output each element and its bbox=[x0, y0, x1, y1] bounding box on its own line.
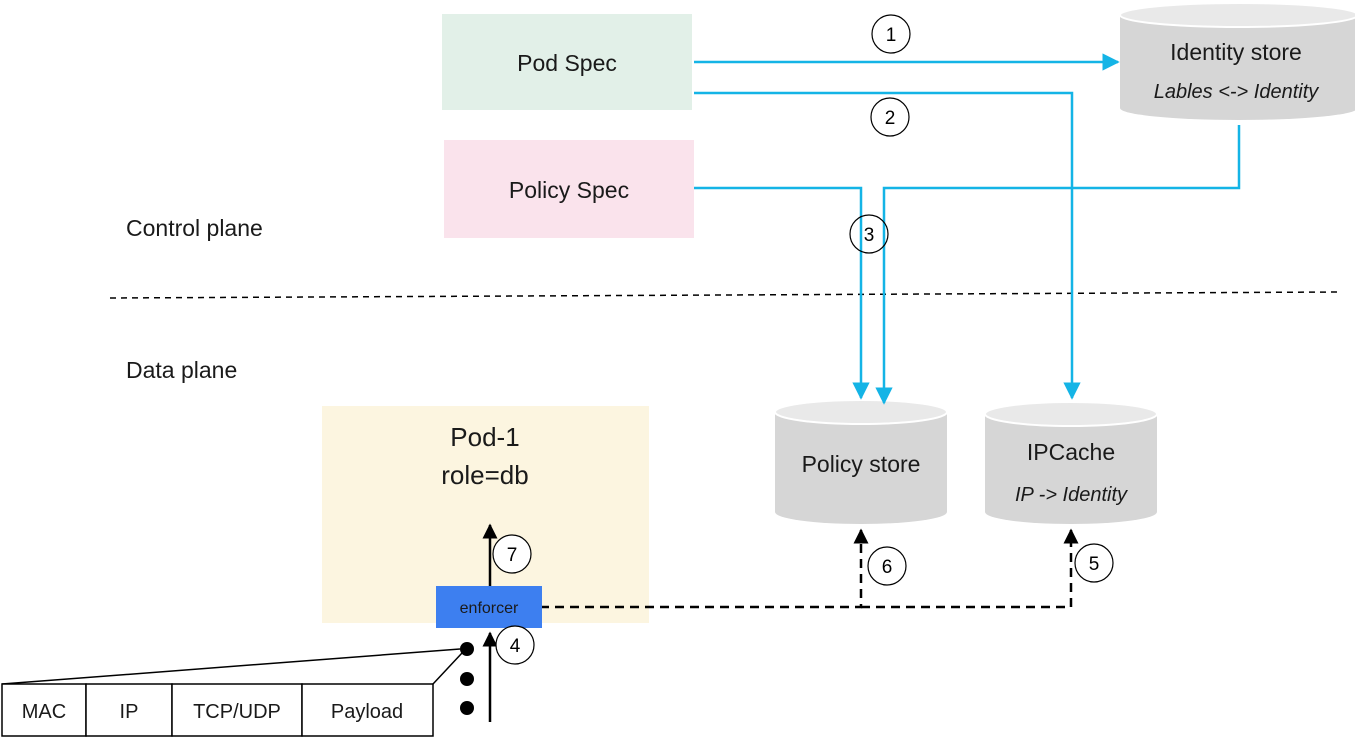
packet-dot bbox=[460, 672, 474, 686]
step-3-label: 3 bbox=[864, 225, 875, 246]
pod-1-title: Pod-1 bbox=[450, 422, 519, 452]
packet-field-mac: MAC bbox=[22, 701, 66, 723]
step-2-label: 2 bbox=[885, 108, 896, 129]
step-marker-2: 2 bbox=[870, 97, 910, 137]
packet-callout-line bbox=[432, 652, 463, 685]
packet-field-payload-box bbox=[301, 683, 434, 737]
packet-callout-line bbox=[1, 648, 461, 685]
flow-arrow-3-policy bbox=[694, 186, 870, 400]
pod-spec-box: Pod Spec bbox=[442, 14, 692, 110]
policy-store-title: Policy store bbox=[802, 451, 921, 477]
step-1-label: 1 bbox=[886, 25, 897, 46]
identity-store-cylinder: Identity store Lables <-> Identity bbox=[1119, 2, 1355, 120]
packet-header: MAC IP TCP/UDP Payload bbox=[1, 683, 434, 737]
identity-store-title: Identity store bbox=[1170, 39, 1302, 65]
packet-dot bbox=[460, 701, 474, 715]
identity-store-subtitle: Lables <-> Identity bbox=[1154, 81, 1320, 103]
enforcer-box: enforcer bbox=[436, 586, 542, 628]
data-plane-label: Data plane bbox=[126, 357, 237, 383]
policy-spec-box: Policy Spec bbox=[444, 140, 694, 238]
step-marker-5: 5 bbox=[1074, 543, 1114, 583]
control-plane-label: Control plane bbox=[126, 215, 263, 241]
policy-store-cylinder: Policy store bbox=[774, 399, 948, 524]
step-marker-6: 6 bbox=[867, 546, 907, 586]
ipcache-title: IPCache bbox=[1027, 439, 1115, 465]
step-7-label: 7 bbox=[507, 545, 518, 566]
packet-field-ip-box bbox=[85, 683, 173, 737]
enforcer-label: enforcer bbox=[460, 600, 519, 617]
step-6-label: 6 bbox=[882, 557, 893, 578]
packet-field-mac-box bbox=[1, 683, 87, 737]
flow-arrow-2 bbox=[694, 91, 1081, 400]
plane-separator bbox=[109, 291, 1341, 299]
packet-field-payload: Payload bbox=[331, 701, 403, 723]
packet-field-tcp-box bbox=[171, 683, 303, 737]
packet-field-tcp-udp: TCP/UDP bbox=[193, 701, 281, 723]
step-4-label: 4 bbox=[510, 636, 521, 657]
packet-field-ip: IP bbox=[120, 701, 139, 723]
step-marker-3: 3 bbox=[849, 214, 889, 254]
policy-spec-label: Policy Spec bbox=[509, 177, 629, 203]
ipcache-cylinder: IPCache IP -> Identity bbox=[984, 401, 1158, 524]
lookup-arrow-5 bbox=[861, 528, 1079, 609]
step-marker-1: 1 bbox=[871, 14, 911, 54]
step-5-label: 5 bbox=[1089, 554, 1100, 575]
packet-dot bbox=[460, 642, 474, 656]
pod-spec-label: Pod Spec bbox=[517, 50, 617, 76]
flow-arrow-3-identity bbox=[875, 125, 1241, 405]
step-marker-7: 7 bbox=[492, 534, 532, 574]
pod-1-role-label: role=db bbox=[441, 460, 528, 490]
step-marker-4: 4 bbox=[495, 625, 535, 665]
ipcache-subtitle: IP -> Identity bbox=[1015, 484, 1128, 506]
